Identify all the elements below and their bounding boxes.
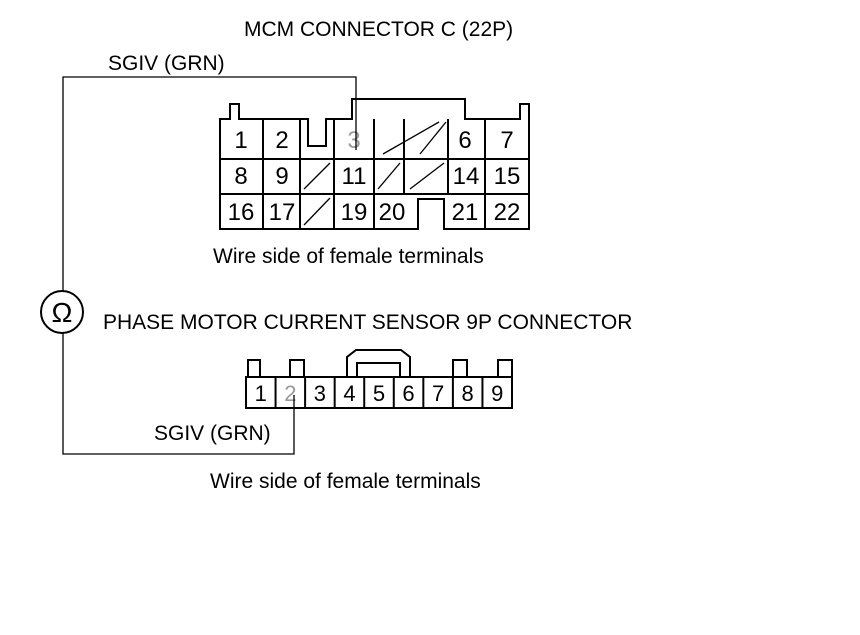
sensor-terminal-8: 8 [462, 381, 474, 406]
ohmmeter-icon: Ω [40, 290, 84, 334]
sensor-wire-label: SGIV (GRN) [154, 422, 271, 445]
mcm-key-notch [300, 118, 334, 147]
sensor-caption: Wire side of female terminals [210, 470, 481, 493]
sensor-terminal-1: 1 [255, 381, 267, 406]
sensor-terminal-7: 7 [432, 381, 444, 406]
mcm-terminal-16: 16 [228, 199, 255, 226]
mcm-terminal-14: 14 [453, 163, 480, 190]
mcm-wire-label: SGIV (GRN) [108, 52, 225, 75]
sensor-connector-title: PHASE MOTOR CURRENT SENSOR 9P CONNECTOR [103, 311, 632, 334]
mcm-empty-cavities [303, 121, 447, 226]
mcm-terminal-22: 22 [494, 199, 521, 226]
mcm-terminal-3: 3 [347, 127, 360, 154]
sensor-terminal-9: 9 [491, 381, 503, 406]
mcm-terminal-6: 6 [458, 127, 471, 154]
mcm-terminals: 1 2 3 6 7 8 9 11 14 15 16 17 19 20 21 22 [228, 127, 521, 226]
ohm-symbol: Ω [52, 297, 73, 328]
wire-sgiv-mcm [62, 76, 357, 291]
mcm-terminal-8: 8 [234, 163, 247, 190]
sensor-terminal-6: 6 [402, 381, 414, 406]
mcm-terminal-20: 20 [379, 199, 406, 226]
mcm-grid [220, 119, 529, 229]
sensor-terminal-4: 4 [343, 381, 355, 406]
mcm-terminal-21: 21 [452, 199, 479, 226]
mcm-terminal-19: 19 [341, 199, 368, 226]
mcm-caption: Wire side of female terminals [213, 245, 484, 268]
mcm-connector: 1 2 3 6 7 8 9 11 14 15 16 17 19 20 21 22 [219, 98, 530, 230]
sensor-latch-inner [356, 362, 401, 377]
mcm-terminal-11: 11 [342, 163, 367, 190]
sensor-terminal-5: 5 [373, 381, 385, 406]
wire-sgiv-sensor [62, 333, 295, 455]
mcm-terminal-1: 1 [234, 127, 247, 154]
mcm-terminal-7: 7 [500, 127, 513, 154]
mcm-connector-title: MCM CONNECTOR C (22P) [244, 18, 513, 41]
sensor-terminal-3: 3 [314, 381, 326, 406]
mcm-terminal-2: 2 [275, 127, 288, 154]
mcm-terminal-15: 15 [494, 163, 521, 190]
mcm-terminal-17: 17 [269, 199, 296, 226]
mcm-terminal-9: 9 [275, 163, 288, 190]
